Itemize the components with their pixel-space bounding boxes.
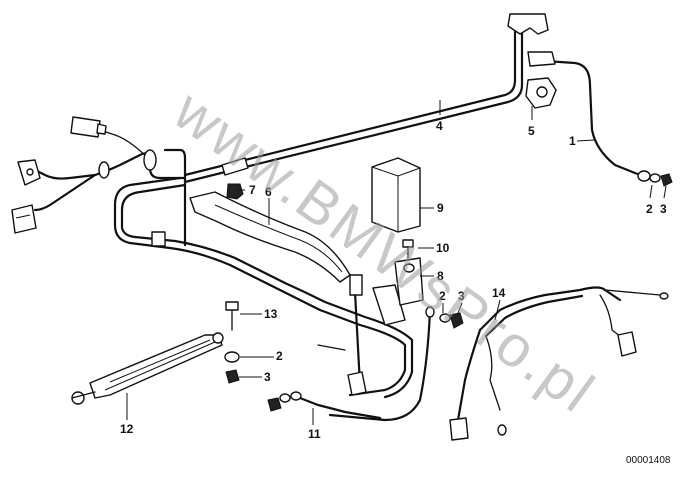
callout-12: 12 — [120, 422, 134, 436]
callout-10: 10 — [436, 241, 450, 255]
part-1-cable — [527, 51, 651, 182]
washer-nut-upper — [649, 173, 673, 187]
part-7-nut — [226, 183, 244, 200]
washer-nut-lower — [224, 351, 291, 412]
cable-4 — [183, 13, 549, 184]
callout-8: 8 — [437, 269, 444, 283]
washer-nut-middle — [439, 312, 464, 329]
callout-3-lower: 3 — [264, 370, 271, 384]
part-5-bracket — [525, 77, 557, 109]
part-11-cable — [290, 344, 382, 420]
callout-7: 7 — [249, 183, 256, 197]
callout-2-lower: 2 — [276, 349, 283, 363]
callout-5: 5 — [528, 124, 535, 138]
callouts: 1 2 3 4 5 6 7 9 10 8 2 3 14 13 2 3 12 11 — [120, 119, 667, 441]
part-13-bolt — [225, 301, 239, 331]
cable-6-loop — [113, 176, 414, 399]
callout-14: 14 — [492, 286, 506, 300]
part-9-relay-box — [371, 157, 421, 233]
callout-1: 1 — [569, 134, 576, 148]
part-10-bolt — [402, 239, 414, 259]
callout-13: 13 — [264, 307, 278, 321]
leader-lines — [126, 100, 667, 425]
callout-2-middle: 2 — [439, 289, 446, 303]
part-14-harness — [449, 286, 669, 441]
callout-4: 4 — [436, 119, 443, 133]
callout-11: 11 — [308, 427, 321, 441]
reference-number: 00001408 — [626, 455, 671, 466]
part-8-terminal — [372, 257, 424, 326]
part-12-ground-strap — [71, 332, 224, 405]
callout-3-upper: 3 — [660, 202, 667, 216]
vertical-strap — [328, 274, 435, 422]
callout-2-upper: 2 — [646, 202, 653, 216]
callout-6: 6 — [265, 185, 272, 199]
callout-9: 9 — [437, 201, 444, 215]
left-harness — [11, 116, 187, 247]
callout-3-middle: 3 — [458, 289, 465, 303]
